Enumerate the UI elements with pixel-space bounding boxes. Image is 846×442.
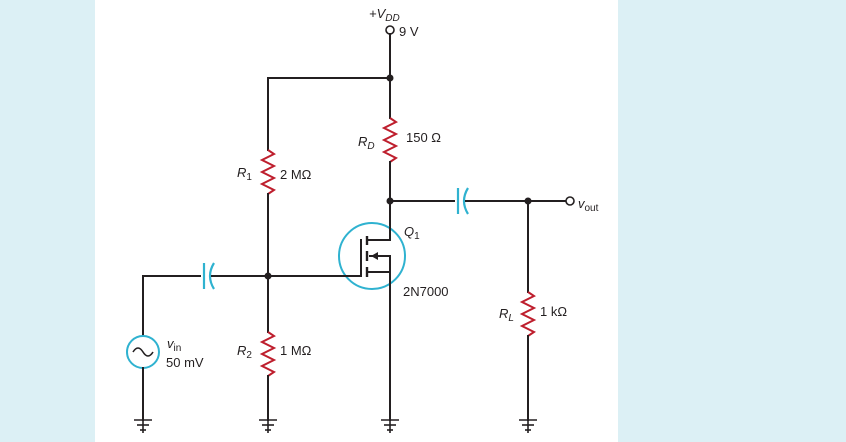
top-rail-wire xyxy=(267,77,391,151)
input-coupling-capacitor xyxy=(202,262,215,290)
ground-symbol xyxy=(519,419,537,433)
vdd-value: 9 V xyxy=(399,24,419,39)
source-value: 50 mV xyxy=(166,355,204,370)
ac-source xyxy=(126,335,160,369)
bias-resistor-top xyxy=(259,149,277,195)
ground-symbol xyxy=(381,419,399,433)
transistor-label: Q1 xyxy=(404,224,420,242)
vdd-terminal xyxy=(385,25,395,79)
load-resistor xyxy=(519,291,537,337)
drain-resistor-value: 150 Ω xyxy=(406,130,441,145)
ground-symbol xyxy=(134,419,152,433)
bias-resistor-bottom-value: 1 MΩ xyxy=(280,343,312,358)
junction-dot xyxy=(386,74,394,82)
input-wire xyxy=(142,275,201,337)
source-label: vin xyxy=(167,336,181,354)
output-terminal xyxy=(565,196,575,206)
junction-dot xyxy=(524,197,532,205)
right-side-panel xyxy=(618,0,846,442)
load-resistor-label: RL xyxy=(499,306,514,324)
output-label: vout xyxy=(578,196,599,214)
drain-resistor xyxy=(381,117,399,163)
drain-resistor-label: RD xyxy=(358,134,375,152)
ground-symbol xyxy=(259,419,277,433)
transistor-part: 2N7000 xyxy=(403,284,449,299)
vdd-label: +VDD xyxy=(369,6,400,24)
bias-resistor-top-label: R1 xyxy=(237,165,252,183)
load-resistor-value: 1 kΩ xyxy=(540,304,567,319)
bias-resistor-bottom xyxy=(259,331,277,377)
mosfet-q1 xyxy=(338,222,406,291)
output-coupling-capacitor xyxy=(456,187,469,215)
junction-dot xyxy=(264,272,272,280)
bias-resistor-top-value: 2 MΩ xyxy=(280,167,312,182)
left-side-panel xyxy=(0,0,95,442)
bias-resistor-bottom-label: R2 xyxy=(237,343,252,361)
junction-dot xyxy=(386,197,394,205)
